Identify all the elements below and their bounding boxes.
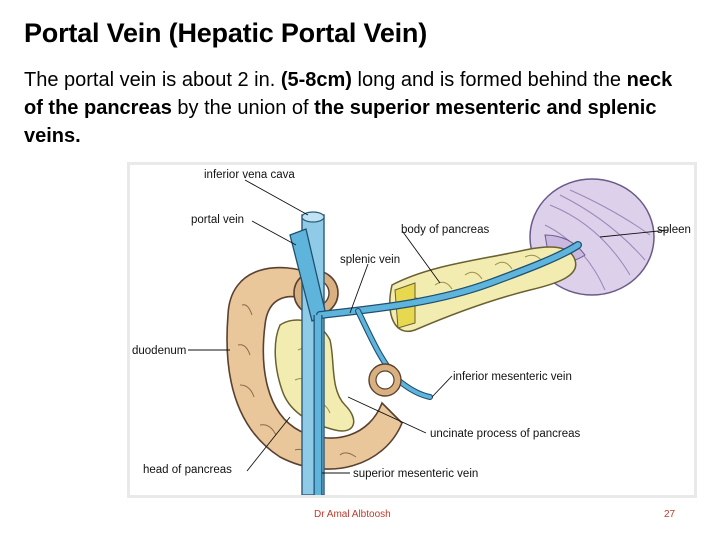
label-head-of-pancreas: head of pancreas: [143, 464, 232, 476]
label-uncinate-process: uncinate process of pancreas: [430, 428, 580, 440]
portal-venous-system: [289, 228, 582, 495]
label-inferior-mesenteric-vein: inferior mesenteric vein: [453, 371, 572, 383]
footer-author: Dr Amal Albtoosh: [314, 509, 391, 520]
portal-vein-diagram: inferior vena cava portal vein body of p…: [132, 169, 691, 495]
label-spleen: spleen: [657, 224, 691, 236]
body-bold-length: (5-8cm): [280, 69, 352, 91]
body-text-1: The portal vein is about 2 in.: [24, 69, 281, 91]
body-text-3: by the union of: [171, 97, 315, 119]
label-inferior-vena-cava: inferior vena cava: [204, 169, 295, 181]
leader-lines: [188, 179, 669, 474]
label-superior-mesenteric-vein: superior mesenteric vein: [353, 468, 478, 480]
label-body-of-pancreas: body of pancreas: [401, 224, 489, 236]
body-bold-neck: neck of the pancreas: [24, 69, 673, 119]
label-portal-vein: portal vein: [191, 214, 244, 226]
footer-page-number: 27: [664, 509, 676, 520]
anatomy-figure: inferior vena cava portal vein body of p…: [127, 162, 697, 498]
slide-body-text: The portal vein is about 2 in. (5-8cm) l…: [24, 66, 696, 150]
body-bold-veins: the superior mesenteric and splenic vein…: [24, 97, 657, 147]
body-text-2: long and is formed behind the: [351, 69, 627, 91]
label-splenic-vein: splenic vein: [340, 254, 400, 266]
label-duodenum: duodenum: [132, 345, 186, 357]
slide-title: Portal Vein (Hepatic Portal Vein): [24, 18, 428, 48]
